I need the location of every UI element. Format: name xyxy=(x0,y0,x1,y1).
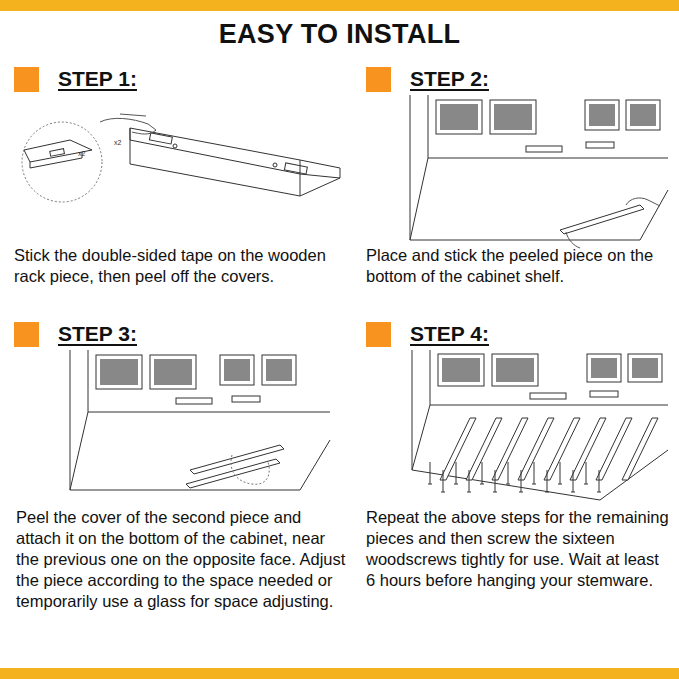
woodscrew-head xyxy=(597,492,601,493)
rack-piece xyxy=(622,418,658,480)
woodscrew xyxy=(456,462,457,484)
woodscrew xyxy=(469,470,470,492)
step-heading: STEP 4: xyxy=(410,322,489,346)
step-text: Stick the double-sided tape on the woode… xyxy=(14,245,349,287)
step2-illustration xyxy=(410,95,668,248)
woodscrew xyxy=(599,470,600,492)
step-heading: STEP 3: xyxy=(58,322,137,346)
step4-illustration xyxy=(412,350,668,500)
woodscrew xyxy=(586,462,587,484)
step1-illustration xyxy=(22,114,340,202)
woodscrew xyxy=(573,470,574,492)
woodscrew xyxy=(430,462,431,484)
step3-illustration xyxy=(70,350,330,490)
woodscrew xyxy=(443,470,444,492)
woodscrew-head xyxy=(584,484,588,485)
top-bar xyxy=(0,0,679,11)
woodscrew-head xyxy=(558,484,562,485)
step-text: Peel the cover of the second piece and a… xyxy=(16,507,346,612)
step-marker xyxy=(366,322,391,347)
woodscrew-head xyxy=(480,484,484,485)
step-marker xyxy=(366,67,391,92)
woodscrew xyxy=(560,462,561,484)
woodscrew-head xyxy=(545,492,549,493)
woodscrew-head xyxy=(454,484,458,485)
step-heading: STEP 2: xyxy=(410,67,489,91)
woodscrew-head xyxy=(467,492,471,493)
bottom-bar xyxy=(0,668,679,679)
title: EASY TO INSTALL xyxy=(0,19,679,50)
woodscrew-head xyxy=(441,492,445,493)
woodscrew-head xyxy=(532,484,536,485)
woodscrew-head xyxy=(493,492,497,493)
step-marker xyxy=(14,322,39,347)
woodscrew xyxy=(495,470,496,492)
step-text: Repeat the above steps for the remaining… xyxy=(366,507,671,591)
quantity-label: x2 xyxy=(114,139,121,146)
step-heading: STEP 1: xyxy=(58,67,137,91)
quantity-label: x2 xyxy=(78,150,85,157)
woodscrew xyxy=(482,462,483,484)
woodscrew-head xyxy=(506,484,510,485)
step-text: Place and stick the peeled piece on the … xyxy=(366,245,676,287)
woodscrew xyxy=(508,462,509,484)
step-marker xyxy=(14,67,39,92)
woodscrew xyxy=(547,470,548,492)
woodscrew-head xyxy=(519,492,523,493)
woodscrew-head xyxy=(571,492,575,493)
woodscrew xyxy=(521,470,522,492)
woodscrew xyxy=(534,462,535,484)
woodscrew-head xyxy=(428,484,432,485)
